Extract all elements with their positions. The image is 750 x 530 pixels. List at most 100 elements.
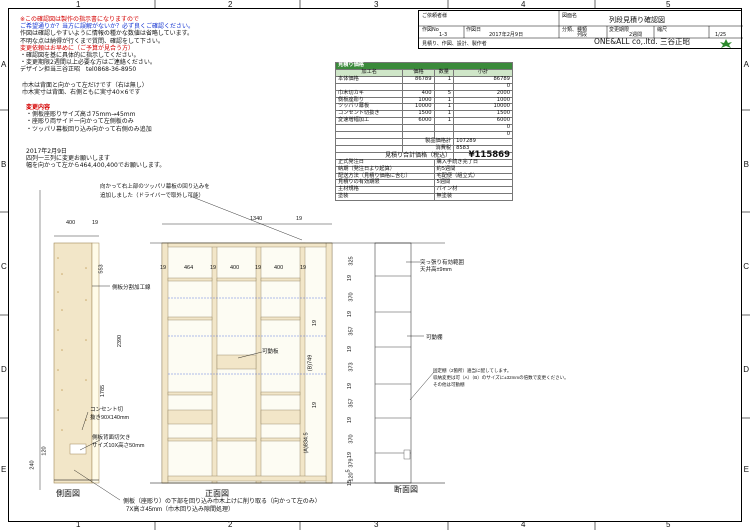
top-callout-1: 向かって右上部のツッパリ幕板の回り込みを — [100, 184, 210, 190]
note-line-1: ご希望通りか？当方に誤解がないか？必ず良くご確認ください。 — [20, 23, 195, 31]
side-height-240: 240 — [29, 460, 36, 470]
top-callout-2: 追加しました（ドライバーで取外し可能） — [100, 193, 205, 199]
note-line-6: ・変更期限2週間以上必要な方はご連絡ください。 — [20, 59, 156, 67]
maker-name: ONE&ALL co,.ltd. 三谷正昭 — [594, 37, 691, 46]
callout-ceiling-2: 天井高±9mm — [420, 267, 452, 273]
bottom-note-1: 側板（座彫り）の下部を回り込み巾木上けに削り取る（向かって左のみ） — [123, 499, 321, 505]
section-height-4: 357 — [348, 326, 355, 336]
drawing-no: 1-3 — [439, 32, 448, 38]
callout-outlet-1: コンセント切 — [90, 407, 124, 413]
estimate-condition-cell: 無塗装 — [433, 193, 514, 202]
front-col-3: 400 — [230, 265, 240, 271]
front-col-6: 19 — [300, 265, 307, 271]
side-height-2390: 2390 — [117, 334, 124, 348]
section-height-15: 15 — [347, 479, 354, 487]
section-label-b: (B)749 — [307, 354, 314, 372]
section-height-3: 19 — [347, 310, 354, 318]
bottom-note-2: 7X高さ45mm（巾木回り込み隙間処理） — [126, 507, 235, 513]
section-height-0: 325 — [348, 256, 355, 266]
section-height-9: 19 — [347, 416, 354, 424]
row-ref-b: B — [1, 160, 7, 169]
column-ref-5: 5 — [666, 0, 671, 9]
customer-label: ご依頼者様 — [422, 13, 448, 19]
side-height-1785: 1785 — [100, 384, 107, 398]
column-ref-1: 1 — [76, 0, 81, 9]
change-block: 変更内容 ・側板座彫りサイズ高さ75mm→45mm・座彫り両サイド一向かって左側… — [26, 104, 152, 133]
front-view-label: 正面図 — [205, 489, 229, 498]
front-width-19: 19 — [296, 216, 303, 222]
deadline-label: 変更期限 — [609, 27, 630, 33]
section-height-7: 19 — [347, 382, 354, 390]
date-line-1: 四列一三列に変更お願いします — [26, 155, 111, 163]
row-ref-e-right: E — [743, 465, 749, 474]
callout-fixed-shelf-2: 収納変更は可（A）（B）のサイズに±32mmの倍数で変更ください。 — [433, 375, 569, 380]
row-ref-a: A — [1, 60, 7, 69]
note-line-4: 変更依頼はお早めに（ご予算が見合う方） — [20, 44, 135, 52]
title-block: ご依頼者様 図面名 列段見積り確認図 作図No 1-3 作図日 2017年2月9… — [418, 10, 743, 49]
callout-ceiling-1: 突っ張り有効範囲 — [420, 260, 465, 266]
title-block-lines — [419, 11, 743, 39]
column-ref-3-bottom: 3 — [374, 520, 379, 529]
scale: 1/25 — [715, 32, 727, 38]
section-label-19-top: 19 — [312, 319, 319, 327]
side-view — [39, 190, 100, 490]
note-line-7: デザイン担当三谷正昭 tel0868-36-8950 — [20, 66, 137, 74]
front-width: 1340 — [250, 216, 263, 222]
section-height-2: 370 — [348, 292, 355, 302]
column-ref-2: 2 — [228, 0, 233, 9]
change-line-0: ・側板座彫りサイズ高さ75mm→45mm — [26, 111, 136, 119]
section-height-12: 379 — [348, 458, 355, 468]
date-line-0: 2017年2月9日 — [26, 148, 67, 155]
category-label: 分類、種類 — [562, 27, 588, 33]
callout-outlet-2: 抜き90X140mm — [90, 415, 130, 421]
row-ref-d: D — [1, 365, 7, 374]
drawing-name-label: 図面名 — [562, 13, 578, 19]
change-line-2: ・ツッパリ幕板回り込み向かって右側のみ追加 — [26, 125, 152, 133]
date-block: 2017年2月9日四列一三列に変更お願いします幅を向かって左から464,400,… — [26, 148, 165, 170]
scale-label: 縮尺 — [657, 27, 668, 33]
column-ref-5-bottom: 5 — [666, 520, 671, 529]
spec-line-1: 巾木実寸は背面、右側ともに実寸40×6です — [22, 89, 141, 97]
row-ref-e: E — [1, 465, 7, 474]
side-dim-thickness: 19 — [92, 220, 99, 226]
date-line-2: 幅を向かって左から464,400,400でお願いします。 — [26, 162, 166, 170]
maker-label: 見積り、作図、設計、製作者 — [422, 41, 487, 47]
front-col-4: 19 — [255, 265, 262, 271]
section-view — [345, 242, 445, 484]
callout-fixed: 可動棚 — [426, 335, 443, 341]
change-line-1: ・座彫り両サイド一向かって左側板のみ — [26, 118, 134, 126]
column-ref-1-bottom: 1 — [76, 520, 81, 529]
drawing-frame — [8, 8, 742, 522]
notes-block: ※この確認図は製作の指示書になりますのでご希望通りか？当方に誤解がないか？必ず良… — [20, 16, 194, 74]
column-ref-4-bottom: 4 — [521, 520, 526, 529]
callout-fixed-shelf-1: 固定棚（2箇所）遍当に配してします。 — [433, 368, 512, 373]
section-height-6: 373 — [348, 362, 355, 372]
note-line-0: ※この確認図は製作の指示書になりますので — [20, 16, 140, 23]
estimate-condition: 塗装無塗装 — [335, 193, 514, 202]
row-ref-b-right: B — [743, 160, 749, 169]
drawing-no-label: 作図No — [422, 27, 439, 33]
callout-fixed-shelf-3: その他は可動棚 — [433, 382, 465, 387]
deadline: 2週間 — [629, 32, 643, 38]
callout-notch-1: 側板背面切欠き — [92, 435, 131, 441]
section-label-a: (A)834.5 — [303, 432, 310, 454]
front-col-2: 19 — [210, 265, 217, 271]
leaf-logo-icon — [720, 39, 732, 48]
section-view-label: 断面図 — [394, 485, 418, 494]
column-ref-2-bottom: 2 — [228, 520, 233, 529]
notes-date: 2017年2月9日四列一三列に変更お願いします幅を向かって左から464,400,… — [26, 148, 165, 170]
notes-spec: 巾木は背面と向かって左だけです（右は無し）巾木実寸は背面、右側ともに実寸40×6… — [22, 82, 148, 96]
callout-movable: 可動板 — [262, 349, 279, 355]
row-ref-d-right: D — [743, 365, 749, 374]
column-ref-4: 4 — [521, 0, 526, 9]
section-height-5: 19 — [347, 345, 354, 353]
side-height-553: 553 — [98, 264, 105, 274]
change-title: 変更内容 — [26, 104, 51, 111]
date-label: 作図日 — [466, 27, 482, 33]
drawing-name: 列段見積り確認図 — [609, 16, 665, 24]
section-height-8: 357 — [348, 398, 355, 408]
section-height-10: 370 — [348, 434, 355, 444]
